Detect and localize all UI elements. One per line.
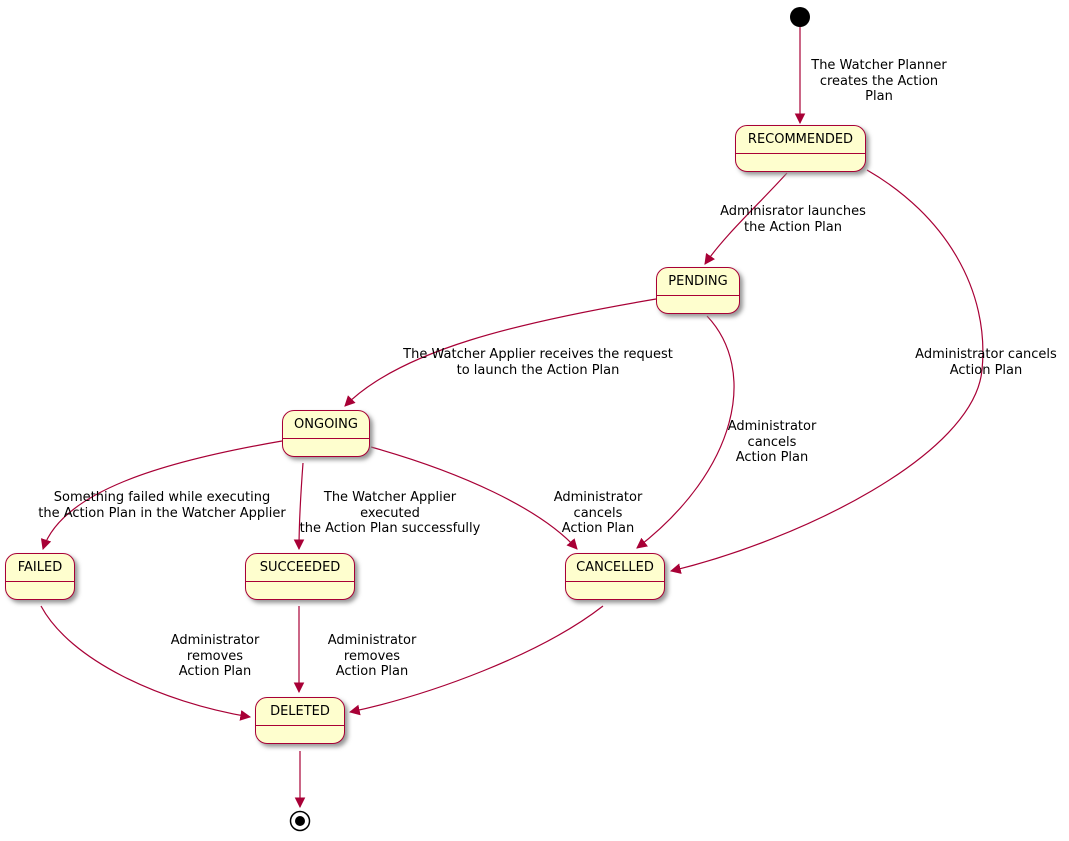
state-pending-body xyxy=(657,295,739,313)
arrow-recommended-to-pending xyxy=(704,172,788,265)
state-deleted: DELETED xyxy=(255,697,345,744)
edge-label-start-to-recommended: The Watcher Planner creates the Action P… xyxy=(811,58,947,104)
state-succeeded-body xyxy=(246,581,354,599)
edge-label-ongoing-to-succeeded: The Watcher Applier executed the Action … xyxy=(299,490,481,536)
arrow-ongoing-to-succeeded xyxy=(293,462,305,551)
state-pending: PENDING xyxy=(656,267,740,314)
state-ongoing-label: ONGOING xyxy=(294,417,358,432)
state-ongoing: ONGOING xyxy=(282,410,370,457)
edge-label-ongoing-to-failed: Something failed while executing the Act… xyxy=(38,490,286,521)
state-deleted-label: DELETED xyxy=(270,704,330,719)
edge-label-recommended-to-pending: Adminisrator launches the Action Plan xyxy=(720,204,866,235)
state-failed-label: FAILED xyxy=(17,560,63,575)
arrow-ongoing-to-failed xyxy=(40,440,283,551)
state-cancelled-body xyxy=(566,581,664,599)
state-succeeded: SUCCEEDED xyxy=(245,553,355,600)
state-cancelled-label: CANCELLED xyxy=(576,560,654,575)
state-ongoing-body xyxy=(283,438,369,456)
arrow-recommended-to-cancelled xyxy=(669,169,984,574)
arrow-cancelled-to-deleted xyxy=(348,605,604,716)
state-recommended-body xyxy=(736,153,865,171)
state-recommended-label: RECOMMENDED xyxy=(747,132,854,147)
edge-label-succeeded-to-deleted: Administrator removes Action Plan xyxy=(327,633,417,679)
state-failed-body xyxy=(6,581,74,599)
edge-label-pending-to-cancelled: Administrator cancels Action Plan xyxy=(727,419,817,465)
edge-label-failed-to-deleted: Administrator removes Action Plan xyxy=(170,633,260,679)
arrow-pending-to-cancelled xyxy=(636,315,735,549)
edge-label-recommended-to-cancelled: Administrator cancels Action Plan xyxy=(915,347,1057,378)
state-cancelled: CANCELLED xyxy=(565,553,665,600)
edge-label-ongoing-to-cancelled: Administrator cancels Action Plan xyxy=(553,490,643,536)
state-pending-label: PENDING xyxy=(668,274,728,289)
initial-state xyxy=(790,7,810,27)
arrow-failed-to-deleted xyxy=(40,605,252,721)
arrow-ongoing-to-cancelled xyxy=(370,446,578,550)
state-succeeded-label: SUCCEEDED xyxy=(259,560,341,575)
final-state xyxy=(289,810,311,832)
state-recommended: RECOMMENDED xyxy=(735,125,866,172)
state-failed: FAILED xyxy=(5,553,75,600)
arrow-pending-to-ongoing xyxy=(344,298,657,407)
state-deleted-body xyxy=(256,725,344,743)
edge-label-pending-to-ongoing: The Watcher Applier receives the request… xyxy=(403,347,673,378)
